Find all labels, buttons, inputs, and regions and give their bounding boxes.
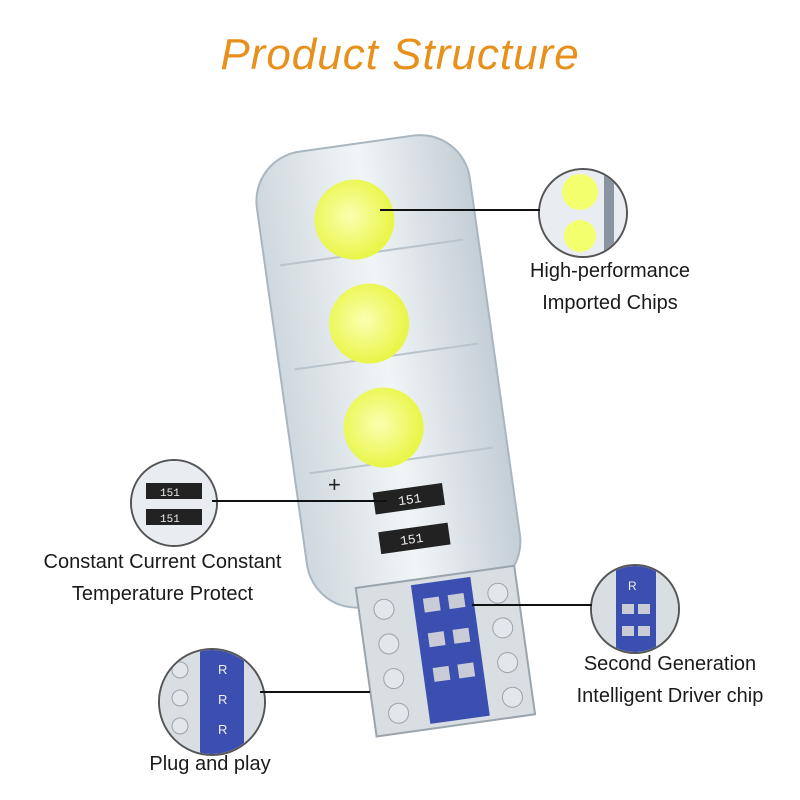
zoom-plug-mark: R — [218, 722, 227, 737]
resistor-mark: 151 — [397, 491, 422, 509]
zoom-plug-mark: R — [218, 662, 227, 677]
driver-caption-line2: Intelligent Driver chip — [576, 685, 764, 707]
led-chip — [314, 179, 395, 260]
protect-caption: Constant Current Constant Temperature Pr… — [5, 546, 320, 610]
driver-board — [410, 576, 490, 724]
chips-leader-line — [380, 209, 540, 211]
zoom-resistor-mark: 151 — [160, 514, 180, 526]
polarity-mark: + — [328, 472, 341, 497]
plug-leader-line — [260, 691, 370, 693]
resistor-zoom-circle: 151 151 — [130, 459, 218, 547]
page-title: Product Structure — [220, 30, 580, 79]
led-chip — [329, 283, 410, 364]
driver-zoom-circle: R — [590, 564, 680, 654]
resistor-mark: 151 — [399, 531, 424, 549]
protect-caption-line2: Temperature Protect — [71, 583, 254, 605]
led-chip — [343, 387, 424, 468]
zoom-plug-mark: R — [218, 692, 227, 707]
chips-caption-line2: Imported Chips — [542, 292, 678, 314]
resistor-chip — [372, 482, 446, 515]
chips-zoom-circle — [538, 168, 628, 258]
chips-caption: High-performance Imported Chips — [490, 255, 730, 319]
chips-caption-line1: High-performance — [529, 260, 691, 282]
plug-caption-line1: Plug and play — [149, 753, 271, 775]
plug-caption: Plug and play — [110, 748, 310, 780]
zoom-resistor-mark: 151 — [160, 488, 180, 500]
protect-caption-line1: Constant Current Constant — [43, 551, 282, 573]
driver-caption-line1: Second Generation — [583, 653, 757, 675]
driver-leader-line — [472, 604, 592, 606]
plug-zoom-circle: R R R — [158, 648, 266, 756]
driver-caption: Second Generation Intelligent Driver chi… — [545, 648, 795, 712]
resistor-chip — [378, 522, 451, 555]
protect-leader-line — [212, 500, 387, 502]
zoom-driver-mark: R — [628, 579, 637, 593]
